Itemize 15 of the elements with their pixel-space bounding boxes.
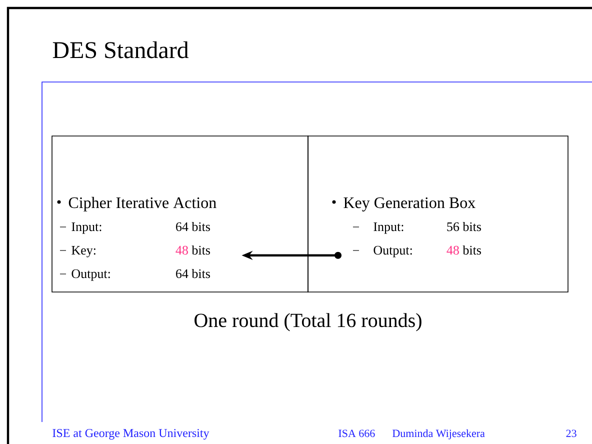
list-item: Input: 56 bits [374,222,482,234]
box-heading: Key Generation Box [344,197,476,212]
caption: One round (Total 16 rounds) [194,313,422,332]
footer-text: ISE at George Mason University [52,429,210,440]
footer-text: ISA 666 [338,430,375,438]
list-item: Input: 64 bits [72,222,210,234]
table-cell [52,136,308,292]
footer-text: 23 [566,430,576,438]
list-item: Output: 48 bits [374,245,482,258]
footer-text: Duminda Wijesekera [392,429,485,440]
list-item: Output: 64 bits [72,268,210,281]
table-cell [308,136,568,292]
slide-title: DES Standard [52,41,189,58]
list-item: Key: 48 bits [72,245,210,258]
box-heading: Cipher Iterative Action [68,196,216,212]
